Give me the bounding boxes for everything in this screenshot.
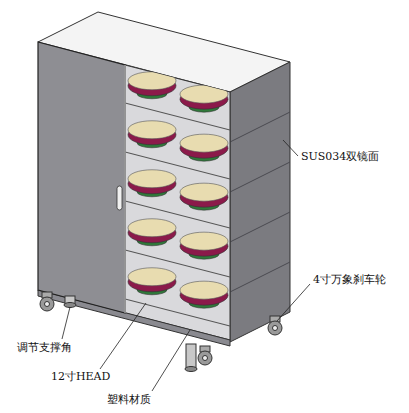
- casters: [40, 292, 282, 365]
- disc-holder: [180, 232, 228, 259]
- disc-holder: [180, 85, 228, 112]
- open-bay: [125, 65, 230, 340]
- part-label: 4寸万象刹车轮: [312, 273, 387, 286]
- side-panel: [230, 62, 290, 342]
- panel-seam: [230, 112, 290, 142]
- part-label: 12寸HEAD: [50, 370, 111, 383]
- part-label: SUS034双镜面: [300, 150, 380, 163]
- disc-holder: [180, 134, 228, 161]
- door-edge: [125, 65, 126, 313]
- disc-holder: [128, 170, 176, 197]
- shelf-rack: [125, 72, 230, 326]
- disc-holder: [180, 281, 228, 308]
- disc-holder: [128, 121, 176, 148]
- panel-seam: [230, 212, 290, 242]
- disc-holder: [128, 72, 176, 99]
- side-panel-seams: [230, 112, 290, 292]
- disc-holder: [128, 219, 176, 246]
- part-label: 塑料材质: [106, 393, 152, 406]
- disc-holder: [128, 268, 176, 295]
- leader-lines: [62, 140, 310, 391]
- door-handle: [117, 186, 122, 210]
- part-label: 调节支撑角: [16, 341, 73, 354]
- panel-seam: [230, 162, 290, 192]
- disc-holder: [180, 183, 228, 210]
- cabinet-door: [38, 42, 125, 313]
- adjustable-feet: [64, 296, 197, 372]
- base-rail: [38, 290, 230, 346]
- panel-seam: [230, 262, 290, 292]
